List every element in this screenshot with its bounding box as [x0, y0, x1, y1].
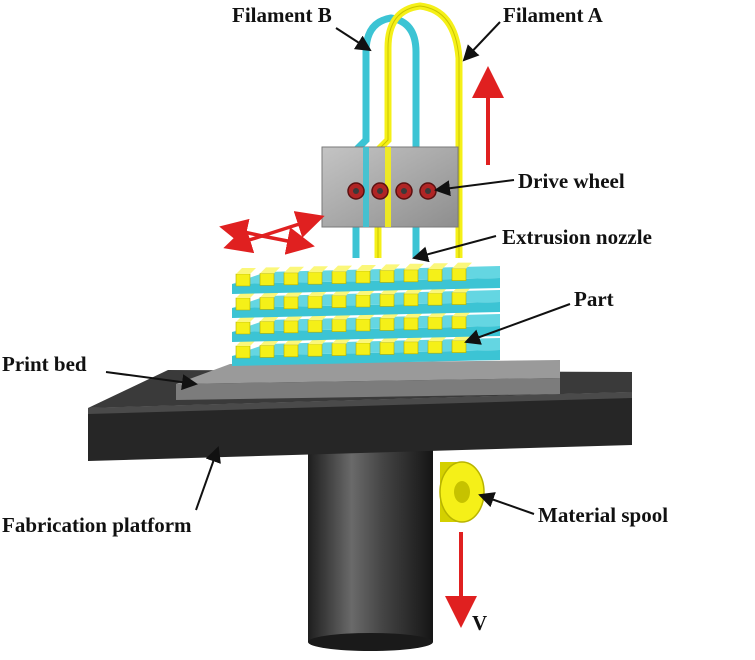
part-rib-a [235, 297, 251, 311]
leader-drive-wheel [434, 179, 515, 197]
part-rib-a [259, 273, 275, 286]
part-rib-a [355, 318, 371, 332]
part-layer-b [232, 278, 500, 294]
part-rib-a-top [260, 267, 280, 274]
leader-part [464, 303, 571, 345]
part-rib-a [331, 319, 347, 332]
filament-b [352, 14, 420, 258]
part-rib-a [427, 292, 443, 306]
part-rib-a [283, 344, 299, 358]
part-rib-a-top [356, 265, 376, 271]
part-rib-a [355, 294, 371, 308]
part-rib-a [403, 317, 419, 331]
label-filament-b: Filament B [232, 3, 332, 27]
part-rib-a [355, 342, 371, 356]
part-rib-a [451, 292, 467, 305]
part-rib-a [427, 316, 443, 330]
part-rib-a [307, 295, 323, 309]
label-material-spool: Material spool [538, 503, 668, 527]
print-bed [176, 360, 560, 400]
part-rib-a [427, 340, 443, 354]
part-rib-a [355, 270, 371, 284]
drive-wheel-hub [353, 188, 359, 194]
part-rib-a [259, 321, 275, 334]
part-rib-a-top [404, 263, 424, 270]
label-print-bed: Print bed [2, 352, 87, 376]
leader-filament-a [462, 21, 501, 62]
leader-extrusion-nozzle [412, 235, 497, 263]
part-rib-a [379, 270, 395, 283]
leader-lines [105, 21, 571, 515]
head-motion-arrows [219, 211, 325, 255]
leader-fabrication-platform [195, 446, 221, 511]
part-rib-a [403, 269, 419, 283]
part-rib-a [235, 273, 251, 287]
part-rib-a [379, 342, 395, 355]
part-rib-a-top [284, 266, 304, 273]
part-rib-a [331, 343, 347, 356]
drive-wheel-hub [425, 188, 431, 194]
part-rib-a [283, 320, 299, 334]
part-rib-a [235, 321, 251, 335]
part-layer-b [232, 350, 500, 366]
part-rib-a [331, 295, 347, 308]
part-rib-a [331, 271, 347, 284]
material-spool [439, 461, 485, 523]
part-rib-a [379, 294, 395, 307]
printed-part [232, 262, 500, 366]
leader-material-spool [478, 492, 535, 515]
part-rib-a-top [380, 264, 400, 271]
part-rib-a [427, 268, 443, 282]
part-rib-a [451, 268, 467, 281]
part-rib-a [259, 345, 275, 358]
part-rib-a [403, 293, 419, 307]
part-rib-a [451, 316, 467, 329]
part-rib-a-top [332, 265, 352, 272]
part-layer-b [232, 302, 500, 318]
drive-wheel-hub [401, 188, 407, 194]
part-rib-a [259, 297, 275, 310]
label-velocity: V [472, 611, 487, 635]
part-rib-a [283, 272, 299, 286]
drive-wheels [347, 182, 437, 200]
part-rib-a [379, 318, 395, 331]
part-rib-a-top [452, 262, 472, 269]
part-rib-a-top [236, 268, 256, 274]
label-part: Part [574, 287, 614, 311]
drive-wheel-hub [377, 188, 383, 194]
part-rib-a [403, 341, 419, 355]
part-layer-b [232, 326, 500, 342]
filament-a [374, 2, 463, 258]
part-rib-a [307, 343, 323, 357]
label-filament-a: Filament A [503, 3, 604, 27]
part-rib-a [283, 296, 299, 310]
part-rib-a [307, 271, 323, 285]
part-rib-a [307, 319, 323, 333]
label-drive-wheel: Drive wheel [518, 169, 625, 193]
leader-print-bed [105, 371, 198, 391]
part-rib-a [235, 345, 251, 359]
leader-filament-b [335, 27, 372, 52]
filament-passthrough [363, 147, 391, 227]
part-rib-a-top [308, 266, 328, 273]
part-rib-a-top [428, 263, 448, 270]
label-fabrication-platform: Fabrication platform [2, 513, 192, 537]
part-rib-a [451, 340, 467, 353]
label-extrusion-nozzle: Extrusion nozzle [502, 225, 652, 249]
support-column [308, 450, 433, 651]
